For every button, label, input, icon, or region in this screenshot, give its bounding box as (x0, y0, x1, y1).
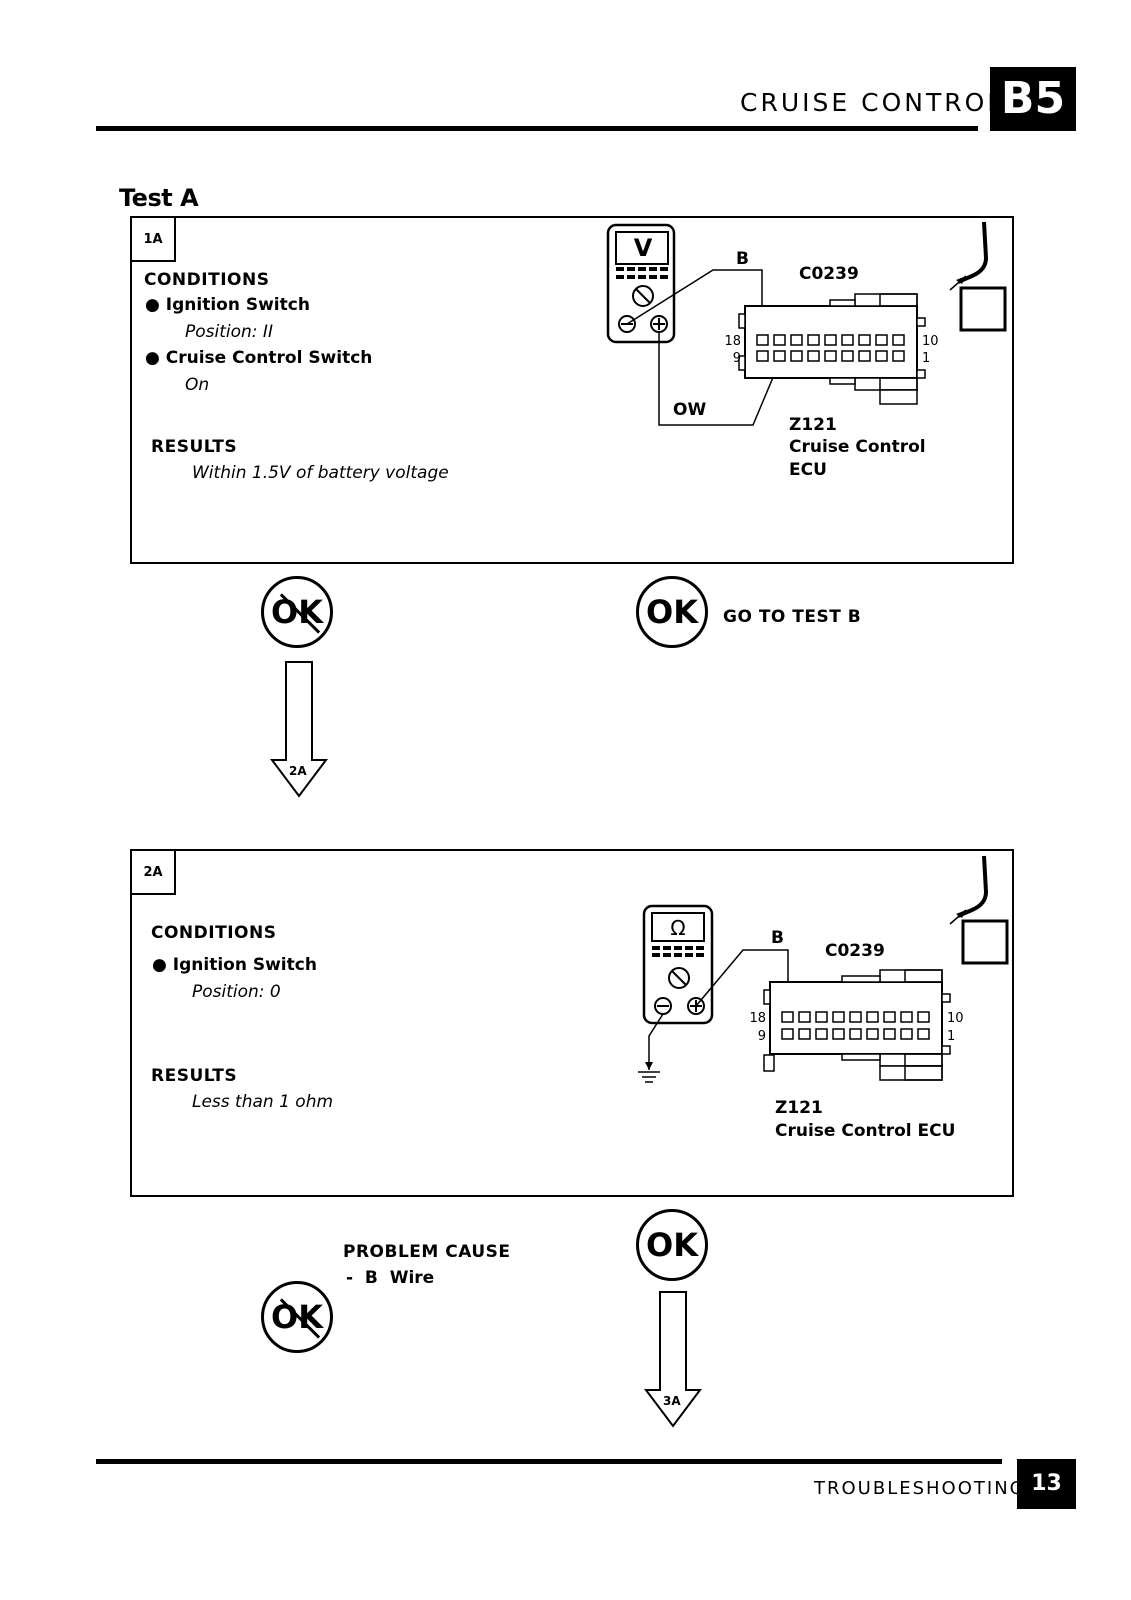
next-step-3a-label[interactable]: 3A (663, 1394, 681, 1408)
condition-item: Ignition Switch (172, 955, 317, 975)
meter-symbol: V (634, 234, 653, 262)
step-2a-results-heading: RESULTS (151, 1066, 238, 1086)
connector-label: C0239 (799, 264, 859, 284)
step-2a-condition-1-detail: Position: 0 (192, 982, 281, 1002)
wire-label-ow: OW (673, 400, 707, 420)
section-code-badge: B5 (990, 67, 1076, 131)
page-number-badge: 13 (1017, 1459, 1076, 1509)
connector-label: C0239 (825, 941, 885, 961)
component-code: Z121 (789, 415, 837, 435)
wire-label-b: B (771, 928, 784, 948)
footer-section-label: TROUBLESHOOTING (814, 1478, 1026, 1499)
step-1a-condition-1: ● Ignition Switch (145, 295, 310, 315)
ok-circle-icon: OK (636, 1209, 708, 1281)
problem-cause-item: - B Wire (346, 1268, 434, 1288)
go-to-test-b-link[interactable]: GO TO TEST B (723, 607, 862, 627)
step-1a-results-text: Within 1.5V of battery voltage (192, 463, 449, 483)
step-1a-panel (130, 216, 1014, 564)
step-1a-conditions-heading: CONDITIONS (144, 270, 270, 290)
problem-wire-code: B (364, 1268, 378, 1288)
step-1a-condition-2: ● Cruise Control Switch (145, 348, 373, 368)
header-rule (96, 126, 978, 131)
problem-wire-label: Wire (389, 1268, 435, 1288)
section-title: CRUISE CONTROL (740, 88, 1005, 117)
down-arrow-icon (270, 661, 328, 798)
step-2a-panel (130, 849, 1014, 1197)
component-name: Cruise Control (789, 437, 926, 457)
step-2a-wiring-diagram: Ω 18 9 10 (638, 855, 1009, 1083)
connector-c0239-icon (738, 293, 926, 405)
step-1a-condition-2-detail: On (185, 375, 210, 395)
pin-label-9: 9 (733, 351, 741, 366)
meter-symbol: Ω (670, 916, 685, 940)
footer-rule (96, 1459, 1002, 1464)
step-1a-wiring-diagram: V 18 9 10 1 (606, 221, 1007, 426)
voltmeter-icon: V (606, 223, 676, 344)
step-1a-tag: 1A (130, 216, 176, 262)
component-code: Z121 (775, 1098, 823, 1118)
ok-circle-icon: OK (636, 576, 708, 648)
not-ok-circle-icon: OK (261, 576, 333, 648)
condition-item: Cruise Control Switch (165, 348, 373, 368)
problem-dash: - (346, 1268, 354, 1288)
back-probe-icon (949, 855, 1009, 965)
ohmmeter-icon: Ω (642, 904, 714, 1025)
step-2a-conditions-heading: CONDITIONS (151, 923, 277, 943)
down-arrow-icon (644, 1291, 702, 1428)
step-1a-condition-1-detail: Position: II (185, 322, 273, 342)
step-2a-tag: 2A (130, 849, 176, 895)
test-title: Test A (119, 184, 199, 212)
pin-label-18: 18 (724, 334, 741, 349)
condition-item: Ignition Switch (165, 295, 310, 315)
next-step-2a-label[interactable]: 2A (289, 764, 307, 778)
pin-label-18: 18 (749, 1011, 766, 1026)
back-probe-icon (949, 221, 1007, 332)
ground-icon (638, 1013, 664, 1083)
pin-label-1: 1 (947, 1029, 955, 1044)
step-2a-results-text: Less than 1 ohm (192, 1092, 334, 1112)
connector-c0239-icon (763, 969, 951, 1081)
pin-label-10: 10 (947, 1011, 964, 1026)
pin-label-1: 1 (922, 351, 930, 366)
step-1a-results-heading: RESULTS (151, 437, 238, 457)
pin-label-9: 9 (758, 1029, 766, 1044)
component-name-ecu: ECU (789, 460, 827, 480)
not-ok-circle-icon: OK (261, 1281, 333, 1353)
step-2a-condition-1: ● Ignition Switch (152, 955, 317, 975)
component-name: Cruise Control ECU (775, 1121, 956, 1141)
problem-cause-heading: PROBLEM CAUSE (343, 1242, 511, 1262)
wire-label-b: B (736, 249, 749, 269)
pin-label-10: 10 (922, 334, 939, 349)
